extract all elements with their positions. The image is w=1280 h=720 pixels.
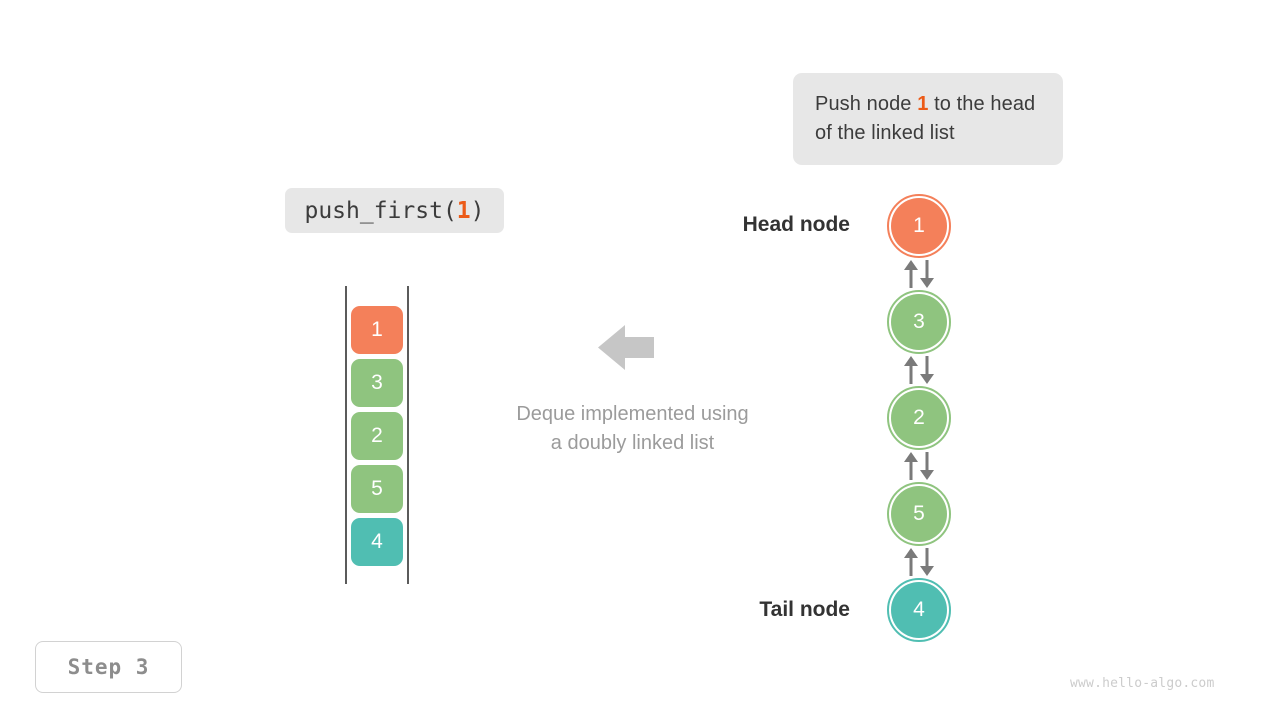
linked-list-diagram: 1 3 2 5 4 xyxy=(885,192,955,644)
linked-list-node-circle: 1 xyxy=(891,198,947,254)
linked-list-connector xyxy=(885,548,953,576)
linked-list-node-value: 3 xyxy=(913,310,925,333)
arrow-down-icon xyxy=(920,452,934,480)
arrow-up-icon xyxy=(904,452,918,480)
linked-list-node-value: 1 xyxy=(913,214,925,237)
linked-list-node-value: 4 xyxy=(913,598,925,621)
stack-rail-left xyxy=(345,286,347,584)
arrow-down-icon xyxy=(920,356,934,384)
caption-line-1: Deque implemented using xyxy=(516,403,749,425)
callout-highlight-value: 1 xyxy=(917,93,929,115)
code-suffix: ) xyxy=(470,197,485,224)
arrow-down-icon xyxy=(920,548,934,576)
linked-list-node-ring xyxy=(887,386,951,450)
linked-list-node: 4 xyxy=(885,576,953,644)
linked-list-connector xyxy=(885,260,953,288)
stack-box: 1 xyxy=(351,306,403,354)
linked-list-node: 2 xyxy=(885,384,953,452)
linked-list-node-circle: 3 xyxy=(891,294,947,350)
code-argument: 1 xyxy=(456,197,471,224)
linked-list-node-circle: 2 xyxy=(891,390,947,446)
step-badge: Step 3 xyxy=(35,641,182,693)
linked-list-node: 3 xyxy=(885,288,953,356)
linked-list-connector xyxy=(885,356,953,384)
deque-stack: 1 3 2 5 4 xyxy=(345,286,409,584)
callout-text: Push node 1 to the head of the linked li… xyxy=(815,90,1041,148)
linked-list-node: 1 xyxy=(885,192,953,260)
arrow-up-icon xyxy=(904,260,918,288)
arrow-left-icon xyxy=(598,325,654,370)
stack-box-value: 2 xyxy=(371,424,383,447)
diagram-caption: Deque implemented using a doubly linked … xyxy=(455,400,810,458)
linked-list-node-ring xyxy=(887,578,951,642)
stack-box: 2 xyxy=(351,412,403,460)
linked-list-node-ring xyxy=(887,482,951,546)
linked-list-connector xyxy=(885,452,953,480)
watermark: www.hello-algo.com xyxy=(1070,676,1215,691)
caption-line-2: a doubly linked list xyxy=(550,432,715,454)
stack-box: 3 xyxy=(351,359,403,407)
linked-list-node: 5 xyxy=(885,480,953,548)
stack-rail-right xyxy=(407,286,409,584)
step-badge-label: Step 3 xyxy=(67,655,150,679)
arrow-up-icon xyxy=(904,548,918,576)
code-prefix: push_first( xyxy=(304,197,457,224)
arrow-down-icon xyxy=(920,260,934,288)
linked-list-node-value: 5 xyxy=(913,502,925,525)
linked-list-node-ring xyxy=(887,290,951,354)
arrow-up-icon xyxy=(904,356,918,384)
stack-box-value: 1 xyxy=(371,318,383,341)
linked-list-node-ring xyxy=(887,194,951,258)
tail-node-label: Tail node xyxy=(759,598,850,621)
head-node-label: Head node xyxy=(742,213,850,236)
operation-code-chip: push_first(1) xyxy=(285,188,504,233)
stack-box-value: 3 xyxy=(371,371,383,394)
stack-box: 4 xyxy=(351,518,403,566)
stack-box-list: 1 3 2 5 4 xyxy=(351,306,403,571)
stack-box-value: 4 xyxy=(371,530,383,553)
linked-list-node-value: 2 xyxy=(913,406,925,429)
linked-list-node-circle: 5 xyxy=(891,486,947,542)
operation-code-text: push_first(1) xyxy=(304,198,484,224)
stack-box-value: 5 xyxy=(371,477,383,500)
stack-box: 5 xyxy=(351,465,403,513)
linked-list-node-circle: 4 xyxy=(891,582,947,638)
callout-text-before: Push node xyxy=(815,93,918,115)
callout-bubble: Push node 1 to the head of the linked li… xyxy=(793,73,1063,165)
callout-text-after: to the head of the linked list xyxy=(815,93,1036,144)
